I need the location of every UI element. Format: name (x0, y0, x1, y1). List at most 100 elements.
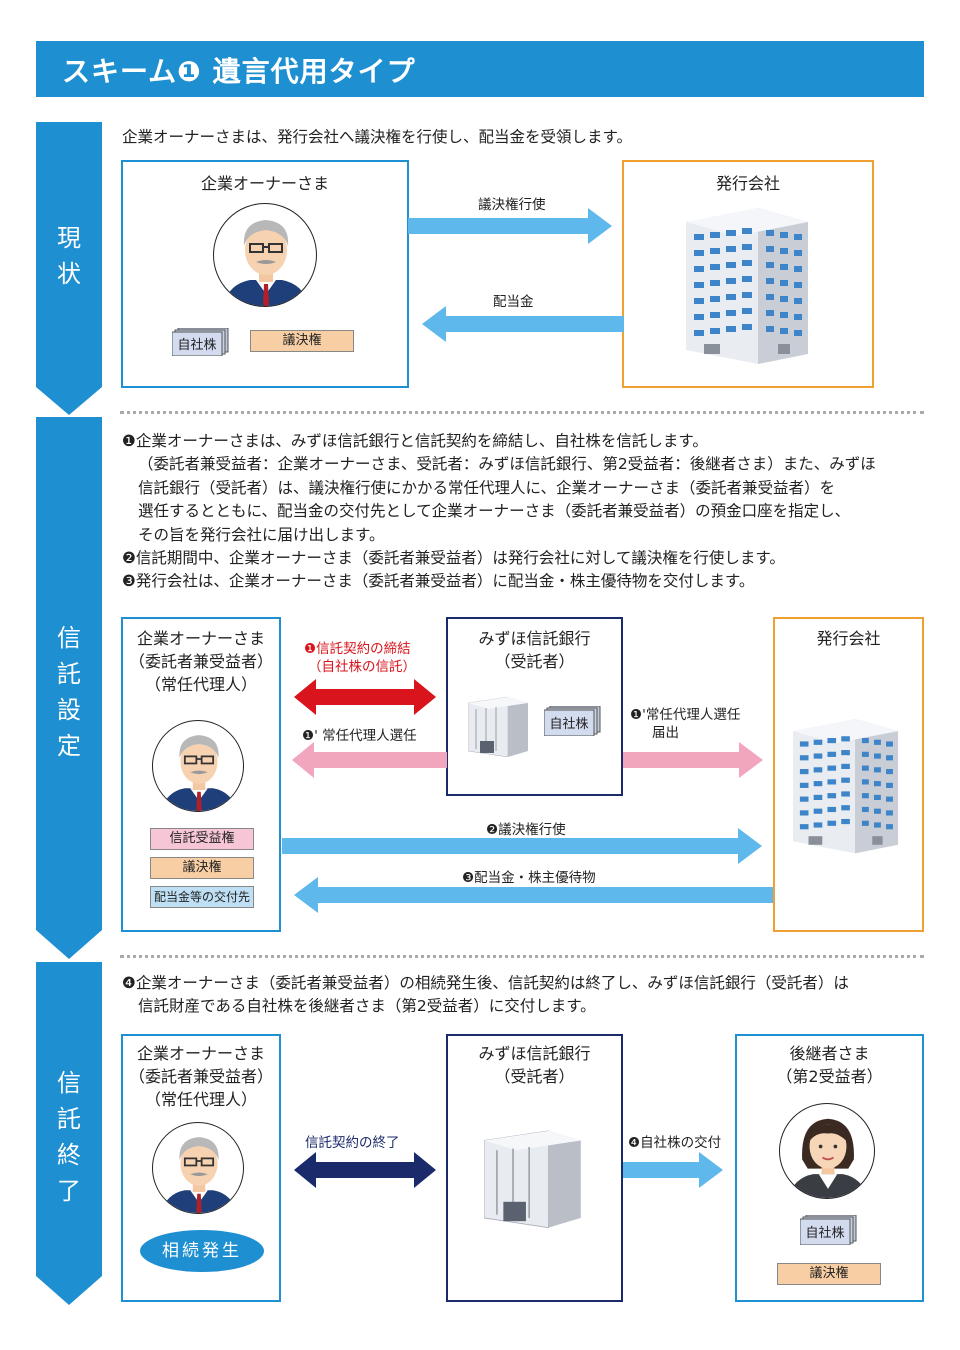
title-line: みずほ信託銀行 (478, 629, 591, 648)
businessman-icon (160, 735, 238, 811)
phase-char: 信 (57, 624, 81, 652)
step-number: ❶' (302, 728, 318, 744)
divider (120, 411, 924, 414)
owner-avatar (152, 1122, 244, 1214)
building-icon (793, 712, 905, 857)
current-dividend-label: 配当金 (493, 294, 534, 310)
step-number: ❶ (304, 641, 317, 657)
businessman-icon (222, 220, 310, 306)
agent-label: ❶' 常任代理人選任 (302, 724, 417, 744)
title-line: 後継者さま (789, 1044, 870, 1063)
setup-line: （委託者兼受益者：企業オーナーさま、受託者：みずほ信託銀行、第2受益者：後継者さ… (138, 455, 876, 474)
step-number: ❹ (628, 1135, 641, 1151)
end-line: ❹企業オーナーさま（委託者兼受益者）の相続発生後、信託契約は終了し、みずほ信託銀… (122, 974, 849, 992)
title-line: （常任代理人） (144, 675, 257, 694)
stock-label: 自社株 (177, 338, 217, 353)
setup-bank-title: みずほ信託銀行 （受託者） (446, 627, 623, 673)
phase-char: 現 (57, 224, 81, 252)
setup-dividend-text: 配当金・株主優待物 (474, 870, 596, 886)
owner-avatar (152, 720, 244, 812)
title-line: （第2受益者） (776, 1067, 883, 1086)
end-contract-label: 信託契約の終了 (305, 1135, 400, 1151)
title-line: （受託者） (494, 652, 575, 671)
step-number: ❷ (486, 822, 499, 838)
setup-vote-label: ❷議決権行使 (486, 818, 566, 838)
vote-tag: 議決権 (250, 330, 354, 352)
title-line: （委託者兼受益者） (128, 652, 273, 671)
stock-icon (800, 1215, 858, 1245)
current-vote-arrow (408, 208, 612, 244)
successor-title: 後継者さま （第2受益者） (735, 1042, 924, 1088)
setup-dividend-label: ❸配当金・株主優待物 (462, 866, 596, 886)
contract-label-line: （自社株の信託） (308, 659, 416, 675)
bank-building-icon (484, 1114, 584, 1238)
phase-char: 状 (57, 260, 81, 288)
phase-label-current: 現状 (54, 220, 84, 292)
setup-owner-title: 企業オーナーさま （委託者兼受益者） （常任代理人） (121, 627, 281, 696)
phase-arrow-current (36, 122, 102, 415)
stock-label: 自社株 (549, 717, 589, 732)
setup-description: ❶企業オーナーさまは、みずほ信託銀行と信託契約を締結し、自社株を信託します。 （… (122, 430, 876, 594)
phase-arrow-setup (36, 417, 102, 959)
inheritance-badge: 相続発生 (140, 1230, 264, 1272)
businesswoman-icon (787, 1118, 869, 1198)
phase-label-setup: 信託設定 (54, 620, 84, 764)
setup-line: ❶企業オーナーさまは、みずほ信託銀行と信託契約を締結し、自社株を信託します。 (122, 432, 708, 450)
setup-vote-arrow (282, 828, 762, 864)
stock-label: 自社株 (805, 1226, 845, 1241)
businessman-icon (160, 1137, 238, 1213)
dividend-dest-tag: 配当金等の交付先 (150, 886, 254, 908)
setup-dividend-arrow (294, 877, 773, 913)
phase-char: 託 (57, 1105, 81, 1133)
building-icon (686, 204, 816, 364)
end-description: ❹企業オーナーさま（委託者兼受益者）の相続発生後、信託契約は終了し、みずほ信託銀… (122, 972, 849, 1019)
setup-vote-text: 議決権行使 (498, 822, 566, 838)
current-vote-label: 議決権行使 (478, 197, 546, 213)
notify-label-line: 常任代理人選任 (645, 707, 741, 723)
step-number: ❶' (630, 707, 646, 723)
title-line: （受託者） (494, 1067, 575, 1086)
end-line: 信託財産である自社株を後継者さま（第2受益者）に交付します。 (138, 997, 596, 1016)
bank-building-icon (468, 693, 530, 757)
current-owner-title: 企業オーナーさま (200, 174, 329, 193)
title-line: 企業オーナーさま (136, 1044, 265, 1063)
deliver-arrow (623, 1152, 723, 1188)
vote-tag: 議決権 (150, 857, 254, 879)
phase-label-end: 信託終了 (54, 1065, 84, 1209)
phase-char: 託 (57, 660, 81, 688)
agent-label-text: 常任代理人選任 (322, 728, 417, 744)
end-bank-title: みずほ信託銀行 （受託者） (446, 1042, 623, 1088)
title-line: 企業オーナーさま (136, 629, 265, 648)
setup-company-title: 発行会社 (816, 629, 881, 648)
deliver-label-text: 自社株の交付 (640, 1135, 722, 1151)
deliver-label: ❹自社株の交付 (628, 1131, 721, 1151)
owner-avatar (213, 203, 317, 307)
setup-line: ❷信託期間中、企業オーナーさま（委託者兼受益者）は発行会社に対して議決権を行使し… (122, 549, 785, 568)
title-line: （委託者兼受益者） (128, 1067, 273, 1086)
stock-icon (172, 328, 230, 356)
phase-char: 信 (57, 1069, 81, 1097)
contract-label: ❶信託契約の締結 （自社株の信託） (304, 640, 416, 676)
vote-tag: 議決権 (777, 1263, 881, 1285)
setup-line: 信託銀行（受託者）は、議決権行使にかかる常任代理人に、企業オーナーさま（委託者兼… (138, 478, 836, 497)
successor-avatar (779, 1103, 875, 1199)
setup-owner-box (121, 617, 281, 932)
setup-line: その旨を発行会社に届け出します。 (138, 525, 385, 544)
notify-label-line: 届出 (652, 725, 679, 741)
divider (120, 955, 924, 958)
title-bar (36, 41, 924, 97)
stock-icon (544, 706, 602, 736)
current-description: 企業オーナーさまは、発行会社へ議決権を行使し、配当金を受領します。 (122, 128, 632, 146)
setup-line: ❸発行会社は、企業オーナーさま（委託者兼受益者）に配当金・株主優待物を交付します… (122, 572, 755, 591)
phase-char: 定 (57, 732, 81, 760)
phase-arrow-end (36, 962, 102, 1305)
contract-label-line: 信託契約の締結 (316, 641, 411, 657)
title-line: （常任代理人） (144, 1090, 257, 1109)
trust-right-tag: 信託受益権 (150, 828, 254, 850)
page-title: スキーム❶ 遺言代用タイプ (62, 55, 416, 88)
notify-arrow (623, 742, 763, 778)
phase-char: 了 (57, 1177, 81, 1205)
notify-label: ❶'常任代理人選任 届出 (630, 706, 740, 742)
current-company-title: 発行会社 (715, 174, 780, 193)
end-contract-arrow (294, 1152, 436, 1188)
